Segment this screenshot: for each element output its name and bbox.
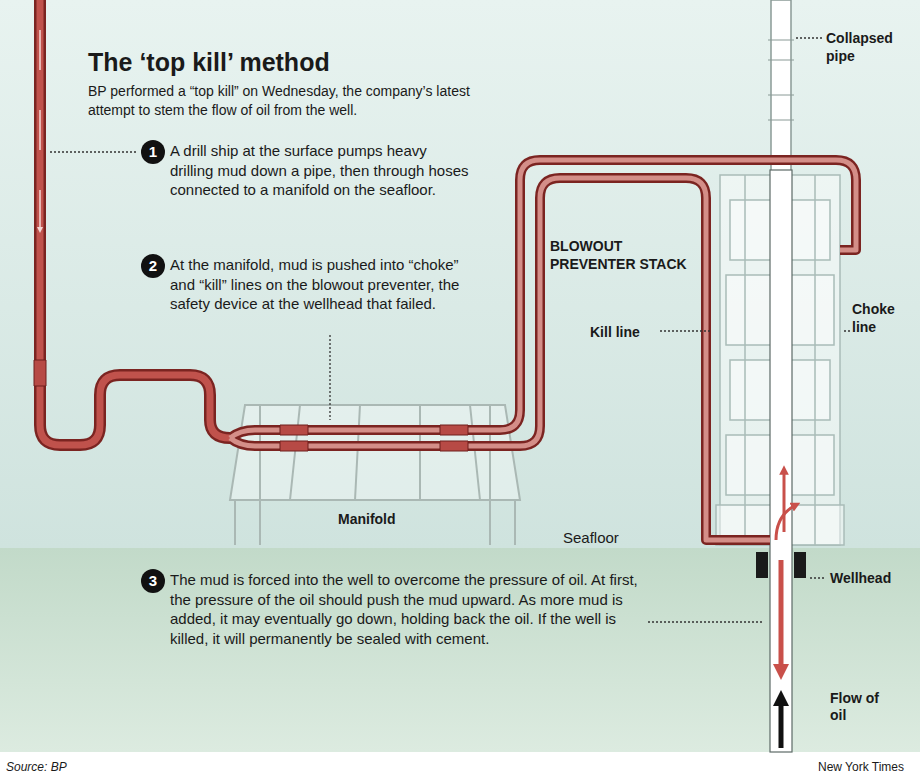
flow-arrows: [776, 470, 796, 748]
callout-number: 2: [141, 254, 165, 278]
source-note: Source: BP: [6, 760, 67, 776]
part-label: Collapsed pipe: [826, 29, 906, 65]
callout-number: 3: [141, 569, 165, 593]
caption: BP performed a “top kill” on Wednesday, …: [88, 82, 518, 120]
title: The ‘top kill’ method: [88, 46, 330, 79]
credit-note: New York Times: [818, 760, 904, 776]
callout-number: 1: [141, 140, 165, 164]
mud-pipes: [34, 0, 856, 540]
step-text: A drill ship at the surface pumps heavy …: [170, 141, 470, 200]
seafloor-label: Seafloor: [563, 528, 619, 548]
part-label: BLOWOUT PREVENTER STACK: [550, 237, 700, 273]
riser-pipe: [768, 0, 794, 175]
part-label: Manifold: [338, 510, 396, 528]
leader-lines: [50, 38, 850, 622]
step-text: At the manifold, mud is pushed into “cho…: [170, 255, 475, 314]
well-bore: [770, 170, 792, 752]
part-label: Kill line: [590, 323, 640, 341]
part-label: Choke line: [852, 300, 912, 336]
part-label: Flow of oil: [830, 690, 890, 724]
step-text: The mud is forced into the well to overc…: [170, 570, 645, 648]
footer-band: [0, 752, 920, 782]
seabed: [0, 548, 920, 752]
part-label: Wellhead: [830, 569, 891, 587]
